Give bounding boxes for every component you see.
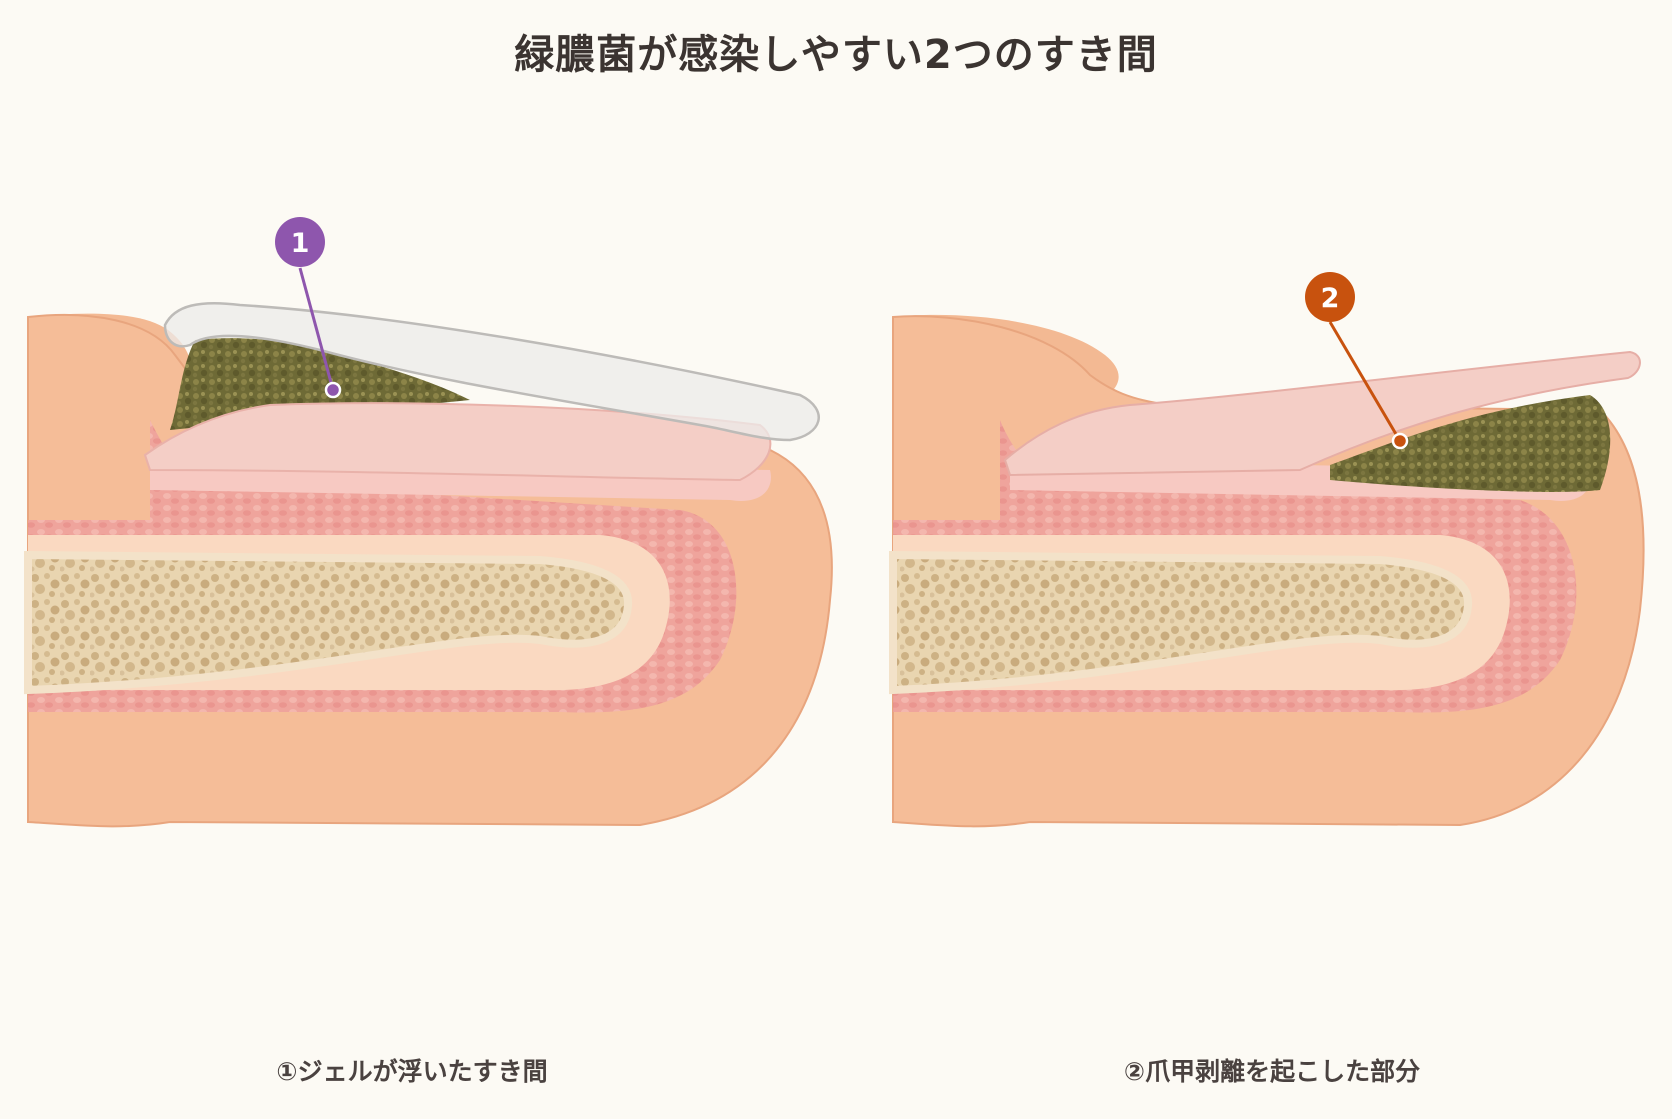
marker-1-label: 1 [291, 228, 310, 259]
phalanx-bone-1 [24, 550, 633, 695]
marker-1-target-dot [324, 381, 342, 399]
caption-onycholysis: ②爪甲剥離を起こした部分 [1123, 1057, 1421, 1086]
bacteria-gap-2 [1330, 395, 1611, 492]
marker-2-leader [1328, 321, 1402, 442]
marker-2-target-dot [1391, 432, 1409, 450]
marker-2[interactable]: 2 [1305, 272, 1409, 450]
marker-1[interactable]: 1 [275, 217, 342, 399]
marker-1-badge [275, 217, 325, 267]
caption-gel-gap: ①ジェルが浮いたすき間 [276, 1057, 548, 1086]
marker-1-leader [298, 267, 335, 391]
marker-2-badge [1305, 272, 1355, 322]
marker-2-label: 2 [1321, 283, 1340, 314]
nail-plate-2 [1003, 350, 1641, 477]
gel-coat-1 [163, 301, 820, 442]
page-title: 緑膿菌が感染しやすい2つのすき間 [514, 32, 1158, 78]
finger-panel-1 [24, 301, 833, 828]
phalanx-bone-2 [889, 550, 1473, 695]
finger-panel-2 [889, 314, 1645, 828]
